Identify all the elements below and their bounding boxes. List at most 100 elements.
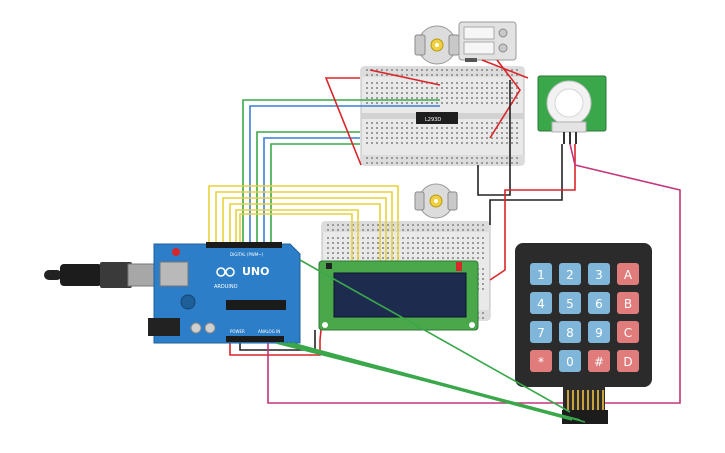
breadboard-hole (496, 82, 498, 84)
breadboard-hole (376, 122, 378, 124)
breadboard-hole (451, 92, 453, 94)
breadboard-hole (366, 74, 368, 76)
breadboard-hole (456, 132, 458, 134)
breadboard-hole (376, 132, 378, 134)
breadboard-hole (406, 127, 408, 129)
breadboard-hole (446, 102, 448, 104)
breadboard-hole (406, 102, 408, 104)
keypad-key[interactable] (617, 292, 639, 314)
breadboard-hole (486, 142, 488, 144)
breadboard-hole (482, 224, 484, 226)
breadboard-hole (461, 162, 463, 164)
breadboard-hole (327, 247, 329, 249)
breadboard-hole (432, 229, 434, 231)
breadboard-hole (426, 97, 428, 99)
breadboard-hole (476, 157, 478, 159)
keypad-key[interactable] (559, 263, 581, 285)
breadboard-hole (401, 137, 403, 139)
arduino-brand: ARDUINO (214, 284, 238, 290)
breadboard-hole (466, 127, 468, 129)
breadboard-hole (466, 132, 468, 134)
keypad-key-label: 7 (537, 326, 545, 340)
breadboard-hole (427, 257, 429, 259)
keypad-key[interactable] (559, 350, 581, 372)
breadboard-hole (386, 157, 388, 159)
breadboard-hole (332, 252, 334, 254)
breadboard-hole (482, 317, 484, 319)
keypad-key[interactable] (617, 321, 639, 343)
battery-icon (458, 21, 517, 62)
keypad-key[interactable] (530, 263, 552, 285)
breadboard-hole (472, 242, 474, 244)
breadboard-hole (476, 132, 478, 134)
breadboard-hole (396, 69, 398, 71)
keypad-key[interactable] (559, 292, 581, 314)
keypad-key[interactable] (588, 321, 610, 343)
breadboard-hole (437, 252, 439, 254)
breadboard-hole (451, 157, 453, 159)
breadboard-hole (352, 247, 354, 249)
breadboard-hole (401, 69, 403, 71)
breadboard-hole (457, 229, 459, 231)
keypad-key[interactable] (530, 292, 552, 314)
breadboard-hole (426, 132, 428, 134)
keypad-key[interactable] (559, 321, 581, 343)
keypad-key[interactable] (588, 263, 610, 285)
breadboard-hole (352, 237, 354, 239)
breadboard-hole (366, 97, 368, 99)
breadboard-hole (366, 162, 368, 164)
breadboard-hole (372, 237, 374, 239)
breadboard-hole (436, 137, 438, 139)
breadboard-hole (342, 242, 344, 244)
breadboard-hole (482, 268, 484, 270)
breadboard-hole (396, 142, 398, 144)
breadboard-hole (362, 257, 364, 259)
keypad-key[interactable] (530, 350, 552, 372)
arduino-model: UNO (242, 265, 270, 278)
breadboard-hole (451, 137, 453, 139)
breadboard-hole (366, 142, 368, 144)
breadboard-hole (456, 142, 458, 144)
breadboard-hole (376, 102, 378, 104)
breadboard-hole (401, 132, 403, 134)
breadboard-hole (447, 229, 449, 231)
breadboard-hole (441, 74, 443, 76)
breadboard-hole (482, 257, 484, 259)
breadboard-hole (432, 252, 434, 254)
breadboard-hole (476, 137, 478, 139)
breadboard-hole (401, 122, 403, 124)
breadboard-hole (481, 157, 483, 159)
breadboard-hole (432, 247, 434, 249)
keypad-key-label: 9 (595, 326, 603, 340)
keypad-key[interactable] (530, 321, 552, 343)
keypad-key[interactable] (588, 292, 610, 314)
breadboard-hole (371, 122, 373, 124)
breadboard-hole (426, 102, 428, 104)
keypad-key[interactable] (617, 263, 639, 285)
breadboard-hole (382, 247, 384, 249)
arduino-digital-label: DIGITAL (PWM~) (230, 252, 264, 257)
breadboard-hole (461, 82, 463, 84)
breadboard-hole (511, 74, 513, 76)
breadboard-hole (477, 242, 479, 244)
breadboard-hole (371, 137, 373, 139)
breadboard-hole (407, 224, 409, 226)
breadboard-hole (461, 102, 463, 104)
breadboard-hole (471, 122, 473, 124)
breadboard-hole (396, 137, 398, 139)
breadboard-hole (411, 157, 413, 159)
breadboard-hole (371, 142, 373, 144)
breadboard-hole (386, 97, 388, 99)
keypad-key[interactable] (588, 350, 610, 372)
breadboard-hole (337, 257, 339, 259)
breadboard-hole (516, 97, 518, 99)
keypad-key[interactable] (617, 350, 639, 372)
breadboard-hole (501, 122, 503, 124)
breadboard-hole (411, 74, 413, 76)
breadboard-hole (381, 162, 383, 164)
lcd-display (318, 260, 479, 331)
arduino-uno-board: UNO ARDUINO DIGITAL (PWM~) POWER ANALOG … (44, 242, 301, 344)
keypad-key-label: 2 (566, 268, 574, 282)
breadboard-hole (386, 74, 388, 76)
